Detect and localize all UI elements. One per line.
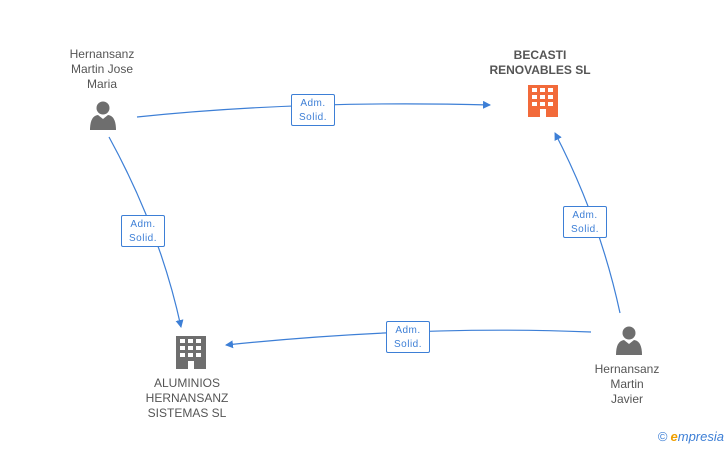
node-label-line: Maria bbox=[86, 77, 117, 91]
edge-label-line: Adm. bbox=[395, 325, 421, 336]
node-label-line: BECASTI bbox=[513, 48, 567, 62]
edge-label: Adm. Solid. bbox=[563, 206, 607, 238]
brand-e: e bbox=[670, 429, 678, 444]
edge-label: Adm. Solid. bbox=[121, 215, 165, 247]
copyright-symbol: © bbox=[657, 429, 668, 444]
node-label-line: HERNANSANZ bbox=[145, 391, 229, 405]
building-icon bbox=[176, 336, 206, 369]
edge-label-line: Solid. bbox=[298, 112, 327, 123]
edge-label: Adm. Solid. bbox=[291, 94, 335, 126]
node-label-line: SISTEMAS SL bbox=[147, 406, 227, 420]
node-label-company2[interactable]: ALUMINIOS HERNANSANZ SISTEMAS SL bbox=[112, 376, 262, 421]
edge-label-line: Adm. bbox=[572, 210, 598, 221]
edge-label-line: Solid. bbox=[393, 339, 422, 350]
edge-label-line: Adm. bbox=[300, 98, 326, 109]
empresia-logo[interactable]: ©empresia bbox=[658, 429, 724, 444]
node-label-line: Javier bbox=[610, 392, 643, 406]
edge-label: Adm. Solid. bbox=[386, 321, 430, 353]
edge-label-line: Solid. bbox=[570, 224, 599, 235]
node-label-company1[interactable]: BECASTI RENOVABLES SL bbox=[465, 48, 615, 78]
person-icon bbox=[90, 101, 116, 130]
node-label-line: Martin Jose bbox=[70, 62, 134, 76]
node-label-line: ALUMINIOS bbox=[153, 376, 220, 390]
person-icon bbox=[616, 326, 642, 355]
brand-name: mpresia bbox=[677, 429, 724, 444]
node-label-person1[interactable]: Hernansanz Martin Jose Maria bbox=[27, 47, 177, 92]
node-label-line: Hernansanz bbox=[594, 362, 660, 376]
edge-label-line: Solid. bbox=[128, 233, 157, 244]
node-label-person2[interactable]: Hernansanz Martin Javier bbox=[552, 362, 702, 407]
building-icon bbox=[528, 85, 558, 117]
node-label-line: Hernansanz bbox=[69, 47, 135, 61]
edge-label-line: Adm. bbox=[130, 219, 156, 230]
node-label-line: Martin bbox=[610, 377, 644, 391]
node-label-line: RENOVABLES SL bbox=[489, 63, 591, 77]
